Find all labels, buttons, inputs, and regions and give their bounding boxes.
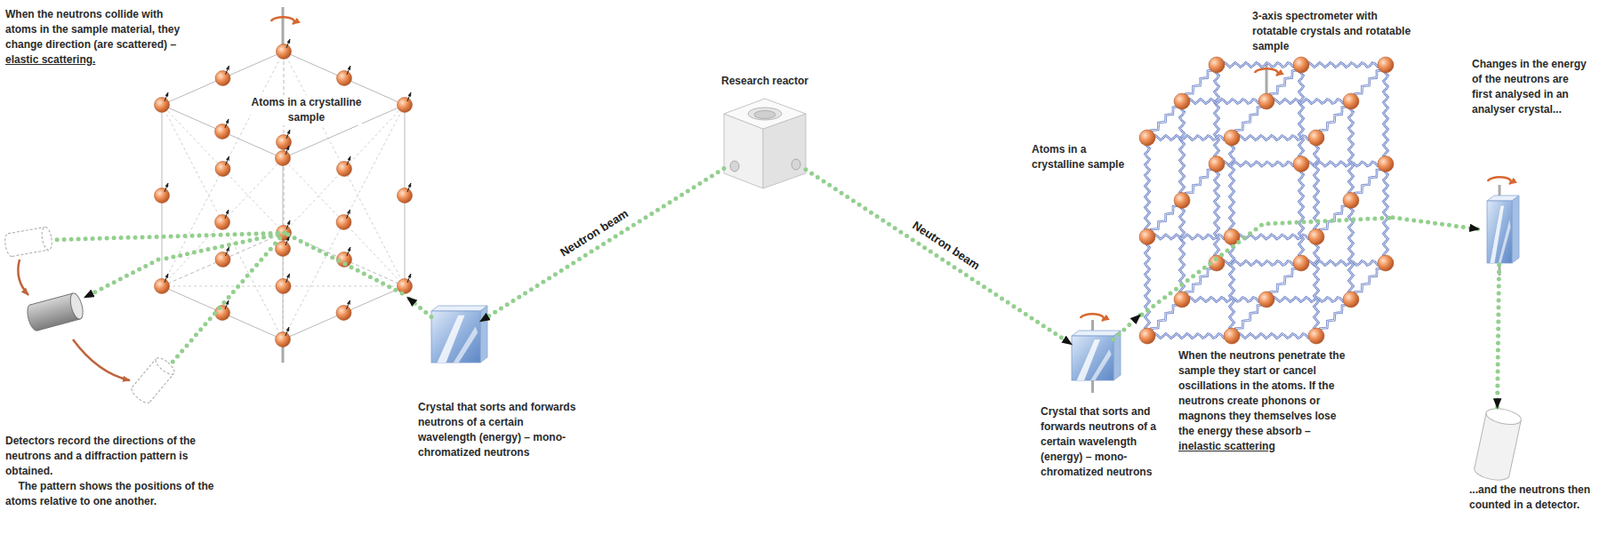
rotation-arrow <box>1254 68 1279 76</box>
node-text: Crystal that sorts and forwards neutrons… <box>418 400 579 461</box>
node-text: Atoms in a crystalline sample <box>1031 142 1139 173</box>
detector-cylinder <box>1472 406 1523 484</box>
crystal <box>1487 195 1520 264</box>
neutron-beam <box>284 233 403 294</box>
node-text: Crystal that sorts and forwards neutrons… <box>1040 404 1164 481</box>
rotation-axis <box>1265 62 1269 95</box>
neutron-path <box>407 297 432 317</box>
sample-node: Atoms in a crystalline sample <box>158 48 408 343</box>
neutron-path <box>1392 217 1480 230</box>
crystal <box>431 305 488 363</box>
node-text: The pattern shows the positions of the a… <box>5 479 239 510</box>
detector-cylinder <box>3 226 54 258</box>
rotation-arrow <box>1487 176 1512 185</box>
neutron-path <box>1497 265 1500 409</box>
note-text: When the neutrons penetrate the sample t… <box>1178 348 1348 455</box>
text-part: When the neutrons penetrate the sample t… <box>1178 349 1345 438</box>
reactor-node: Research reactor <box>723 96 806 189</box>
neutron-path <box>480 168 724 322</box>
text-part: When the neutrons collide with atoms in … <box>5 8 180 51</box>
node-text: Detectors record the directions of the n… <box>5 434 239 480</box>
monochromator-node: Crystal that sorts and forwards neutrons… <box>1071 336 1114 381</box>
neutron-path <box>805 169 1072 346</box>
sample-node: Atoms in a crystalline sample <box>1140 57 1393 344</box>
neutron-path <box>84 259 159 298</box>
node-text: Changes in the energy of the neutrons ar… <box>1471 56 1590 118</box>
neutron-beam <box>51 233 285 241</box>
rotation-arrow <box>271 16 295 25</box>
neutron-beam <box>1141 217 1393 315</box>
detector-cylinder <box>128 355 177 407</box>
rotation-arrow <box>17 259 29 296</box>
crystal-lattice <box>154 39 413 348</box>
detector-node: Detectors record the directions of the n… <box>26 291 85 334</box>
neutron-beam <box>168 233 285 367</box>
crystal-lattice <box>1139 56 1394 345</box>
monochromator-node: Crystal that sorts and forwards neutrons… <box>431 311 481 363</box>
beam-label: Neutron beam <box>556 205 633 260</box>
note-text: When the neutrons collide with atoms in … <box>5 7 188 68</box>
underlined-term: elastic scattering. <box>5 53 96 66</box>
detector-cylinder <box>24 291 86 332</box>
rotation-arrow <box>72 339 130 381</box>
node-text: ...and the neutrons then counted in a de… <box>1469 482 1594 514</box>
node-text: Atoms in a crystalline sample <box>250 95 362 126</box>
underlined-term: inelastic scattering <box>1178 440 1276 453</box>
neutron-path <box>1113 314 1141 339</box>
reactor-block <box>723 98 806 189</box>
detector-node: ...and the neutrons then counted in a de… <box>1473 408 1520 480</box>
note-text: 3-axis spectrometer with rotatable cryst… <box>1252 8 1413 55</box>
analyser-node: Changes in the energy of the neutrons ar… <box>1479 199 1520 266</box>
rotation-arrow <box>1080 313 1104 322</box>
beam-label: Neutron beam <box>908 217 985 274</box>
node-text: Research reactor <box>689 73 841 89</box>
